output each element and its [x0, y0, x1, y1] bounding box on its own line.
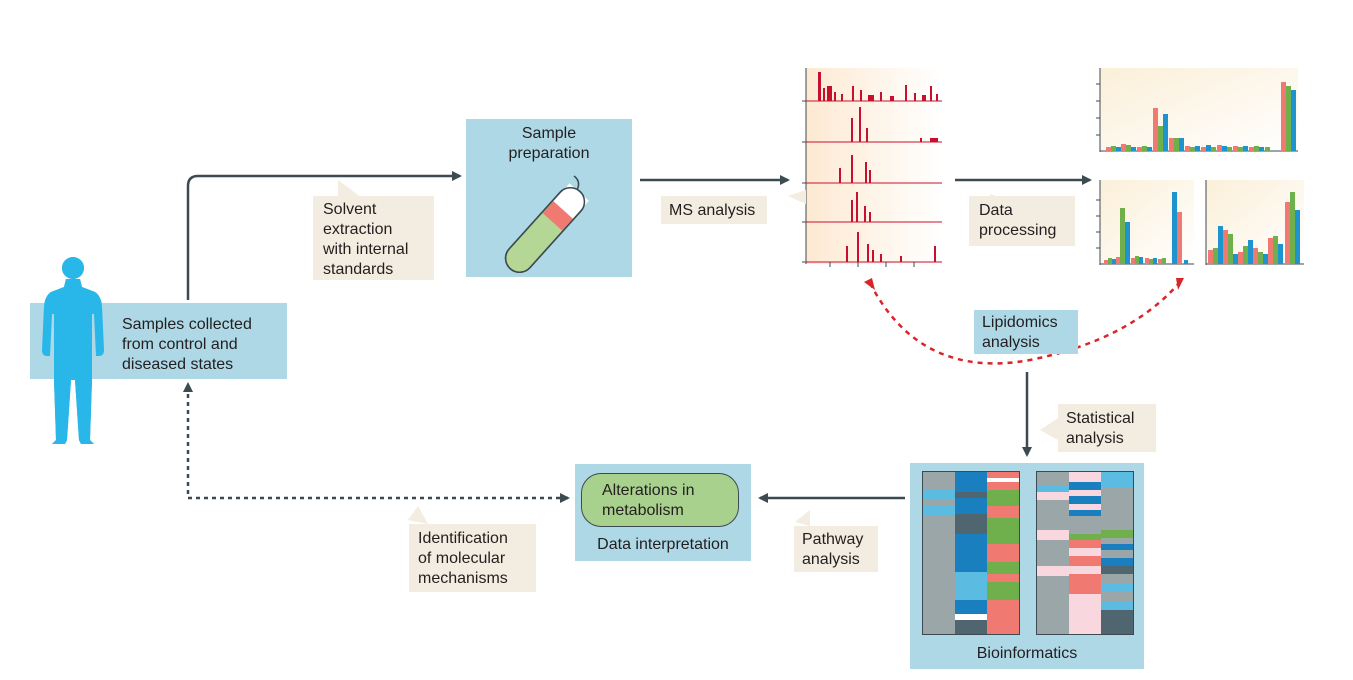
- lipidomics-label: Lipidomics analysis: [982, 313, 1058, 353]
- solvent-callout: [313, 196, 434, 280]
- identification-label-line-3: mechanisms: [418, 570, 508, 587]
- bottom-right-chart-bars: [1208, 192, 1300, 264]
- heatmap-left: [922, 471, 1020, 635]
- pathway-callout: [794, 526, 878, 572]
- data-processing-label: Data processing: [979, 201, 1056, 241]
- heatmap-right: [1036, 471, 1134, 635]
- heatmap-left-col-1: [923, 472, 955, 634]
- heatmap-left-col-2: [955, 472, 987, 634]
- lipidomics-label-line-1: Lipidomics: [982, 314, 1058, 331]
- bioinformatics-label: Bioinformatics: [976, 645, 1078, 662]
- red-arrowhead-left: [864, 278, 875, 290]
- pathway-label-line-2: analysis: [802, 551, 860, 568]
- identification-label: Identification of molecular mechanisms: [418, 529, 508, 589]
- pathway-label-line-1: Pathway: [802, 531, 864, 548]
- statistical-callout: [1058, 404, 1156, 452]
- statistical-label-line-1: Statistical: [1066, 410, 1135, 427]
- bottom-left-chart-bars: [1104, 192, 1188, 264]
- processed-bar-chart-top: [1096, 68, 1298, 152]
- lipidomics-dashed-arrow: [868, 281, 1181, 365]
- heatmap-right-col-2: [1069, 472, 1101, 634]
- pathway-label: Pathway analysis: [802, 530, 863, 570]
- samples-label-line-3: diseased states: [122, 356, 234, 373]
- samples-label-line-2: from control and: [122, 336, 238, 353]
- heatmap-right-col-3: [1101, 472, 1133, 634]
- data-processing-label-line-2: processing: [979, 222, 1057, 239]
- sample-prep-label-line-1: Sample: [521, 125, 577, 142]
- arrow-to-sample-prep: [186, 171, 462, 300]
- statistical-label-line-2: analysis: [1066, 430, 1124, 447]
- red-arrowhead-right: [1176, 278, 1184, 290]
- statistical-label: Statistical analysis: [1066, 409, 1134, 449]
- ms-spectra-chart: [802, 68, 942, 267]
- solvent-label-line-3: with internal: [323, 241, 409, 258]
- alterations-pill: [581, 473, 739, 527]
- data-processing-callout: [969, 196, 1075, 246]
- data-processing-label-line-1: Data: [979, 202, 1013, 219]
- samples-label-line-1: Samples collected: [122, 316, 252, 333]
- dotted-feedback-arrow: [186, 388, 568, 500]
- identification-label-line-2: of molecular: [418, 550, 506, 567]
- ms-callout: [661, 196, 767, 224]
- lipidomics-label-line-2: analysis: [982, 334, 1040, 351]
- solvent-label-line-2: extraction: [323, 221, 393, 238]
- ms-label: MS analysis: [669, 202, 756, 219]
- sample-prep-label: Sample preparation: [466, 124, 632, 164]
- alterations-label-line-1: Alterations in: [602, 482, 695, 499]
- solvent-label: Solvent extraction with internal standar…: [323, 200, 408, 280]
- top-chart-bars: [1106, 82, 1296, 151]
- processed-bar-chart-bottom-left: [1096, 180, 1194, 265]
- lipidomics-box: [974, 310, 1078, 354]
- dotted-arrowhead-right: [560, 493, 570, 503]
- heatmap-right-col-1: [1037, 472, 1069, 634]
- alterations-label-line-2: metabolism: [602, 502, 684, 519]
- heatmap-left-col-3: [987, 472, 1019, 634]
- data-interpretation-label: Data interpretation: [597, 536, 729, 553]
- identification-label-line-1: Identification: [418, 530, 508, 547]
- samples-label: Samples collected from control and disea…: [122, 315, 252, 375]
- spectrum-peaks: [818, 72, 938, 262]
- processed-bar-chart-bottom-right: [1205, 180, 1304, 265]
- dotted-arrowhead-up: [183, 382, 193, 392]
- alterations-label: Alterations in metabolism: [602, 481, 695, 521]
- solvent-label-line-1: Solvent: [323, 201, 377, 218]
- identification-callout: [409, 524, 536, 592]
- solvent-label-line-4: standards: [323, 261, 394, 278]
- sample-prep-label-line-2: preparation: [508, 145, 590, 162]
